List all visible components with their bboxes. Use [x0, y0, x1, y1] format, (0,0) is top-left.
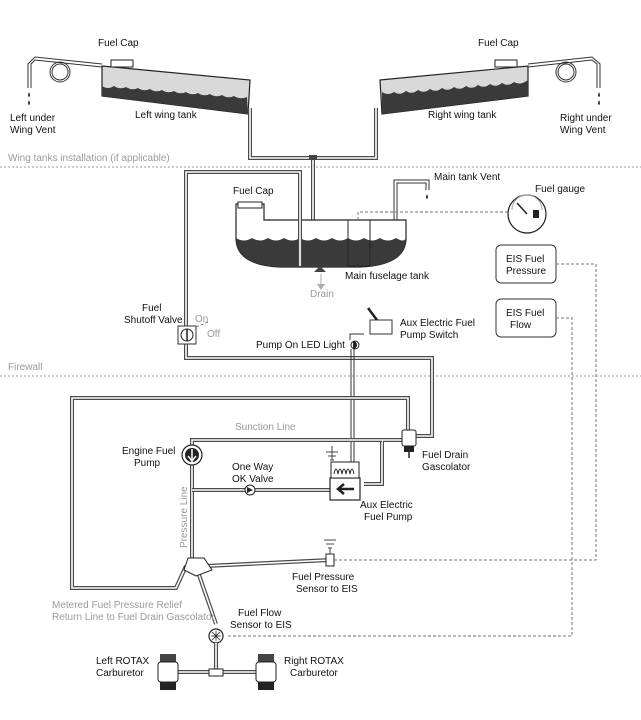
right-wing-tank-label: Right wing tank	[428, 110, 497, 121]
left-vent-label-1: Left under	[10, 113, 56, 124]
aux-switch-label-2: Pump Switch	[400, 330, 458, 341]
valve-on-label: On	[195, 314, 208, 325]
aux-pump-label-1: Aux Electric	[360, 500, 413, 511]
main-vent-label: Main tank Vent	[434, 172, 500, 183]
eis-flow-label-2: Flow	[510, 320, 532, 331]
fuel-drain-gascolator	[401, 429, 417, 458]
left-vent-label-2: Wing Vent	[10, 125, 56, 136]
main-fuel-cap	[237, 201, 263, 209]
suction-line-label: Sunction Line	[235, 422, 296, 433]
pressure-sensor-label-2: Sensor to EIS	[296, 584, 358, 595]
engine-pump-label-1: Engine Fuel	[122, 446, 175, 457]
main-tank-vent	[393, 179, 430, 220]
fuel-gauge-label: Fuel gauge	[535, 184, 585, 195]
left-carb-label-2: Carburetor	[96, 668, 144, 679]
eis-flow-label-1: EIS Fuel	[506, 308, 544, 319]
return-splitter	[183, 557, 213, 577]
right-wing-tank	[379, 59, 529, 115]
flow-signal-wire	[226, 317, 573, 637]
right-fuel-cap-label: Fuel Cap	[478, 38, 519, 49]
left-carburetor	[157, 654, 179, 690]
pressure-line-pipe	[190, 464, 331, 625]
flow-sensor-label-2: Sensor to EIS	[230, 620, 292, 631]
right-vent-line	[527, 56, 601, 105]
one-way-valve-label-2: OK Valve	[232, 474, 274, 485]
main-supply-pipe	[184, 170, 434, 438]
drain-label: Drain	[310, 289, 334, 300]
suction-line-pipe	[190, 438, 402, 486]
left-fuel-cap	[110, 59, 134, 68]
carburetor-feed-pipe	[176, 643, 256, 677]
pressure-signal-wire	[334, 263, 597, 561]
return-line-label-2: Return Line to Fuel Drain Gascolator	[52, 612, 216, 623]
return-line-pipe	[70, 396, 410, 590]
aux-electric-fuel-pump	[326, 446, 361, 501]
fuel-pressure-sensor	[324, 539, 336, 567]
gascolator-label-1: Fuel Drain	[422, 450, 468, 461]
wing-section-label: Wing tanks installation (if applicable)	[8, 153, 170, 164]
one-way-valve-label-1: One Way	[232, 462, 273, 473]
shutoff-valve-label-2: Shutoff Valve	[124, 315, 183, 326]
left-wing-tank-label: Left wing tank	[135, 110, 198, 121]
valve-off-label: Off	[207, 329, 220, 340]
engine-fuel-pump	[181, 444, 203, 466]
eis-pressure-label-1: EIS Fuel	[506, 254, 544, 265]
main-tank-label: Main fuselage tank	[345, 271, 430, 282]
return-line-label-1: Metered Fuel Pressure Relief	[52, 600, 182, 611]
main-fuselage-tank	[235, 201, 407, 272]
pump-on-led	[350, 340, 360, 470]
one-way-valve	[244, 484, 256, 496]
gascolator-label-2: Gascolator	[422, 462, 471, 473]
right-fuel-cap	[494, 59, 518, 68]
engine-pump-label-2: Pump	[134, 458, 161, 469]
led-label: Pump On LED Light	[256, 340, 345, 351]
left-vent-line	[27, 56, 103, 105]
right-carb-label-2: Carburetor	[290, 668, 338, 679]
left-carb-label-1: Left ROTAX	[96, 656, 149, 667]
aux-pump-label-2: Fuel Pump	[364, 512, 413, 523]
aux-pump-switch[interactable]	[349, 307, 393, 340]
fuel-gauge	[507, 194, 547, 234]
right-carb-label-1: Right ROTAX	[284, 656, 344, 667]
shutoff-valve-label-1: Fuel	[142, 303, 161, 314]
right-carburetor	[255, 654, 277, 690]
firewall-label: Firewall	[8, 362, 42, 373]
pressure-line-label: Pressure Line	[179, 486, 190, 548]
eis-pressure-label-2: Pressure	[506, 266, 546, 277]
left-wing-tank	[101, 59, 251, 115]
right-vent-label-2: Wing Vent	[560, 125, 606, 136]
flow-sensor-label-1: Fuel Flow	[238, 608, 282, 619]
fuel-shutoff-valve[interactable]	[177, 321, 209, 345]
pressure-sensor-label-1: Fuel Pressure	[292, 572, 355, 583]
left-fuel-cap-label: Fuel Cap	[98, 38, 139, 49]
fuel-level-sender	[347, 219, 371, 267]
fuel-flow-sensor	[208, 628, 224, 644]
right-vent-label-1: Right under	[560, 113, 612, 124]
aux-switch-label-1: Aux Electric Fuel	[400, 318, 475, 329]
main-fuel-cap-label: Fuel Cap	[233, 186, 274, 197]
